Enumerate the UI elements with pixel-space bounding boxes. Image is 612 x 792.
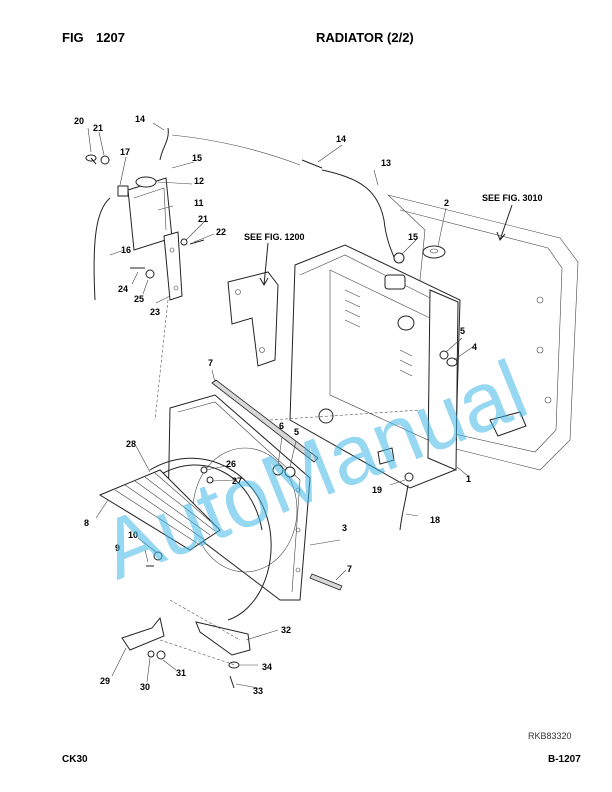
callout-24: 24 (118, 284, 128, 294)
callout-28: 28 (126, 439, 136, 449)
bracket-see-1200 (227, 271, 279, 367)
radiator-side-tank (427, 289, 459, 471)
lower-bracket-32 (195, 621, 251, 656)
callout-8: 8 (84, 518, 89, 528)
callout-6: 6 (279, 421, 284, 431)
callout-21b: 21 (198, 214, 208, 224)
reservoir-cap (135, 176, 157, 188)
callout-18: 18 (430, 515, 440, 525)
callout-3: 3 (342, 523, 347, 533)
support-frame-plate (386, 194, 579, 471)
small-hardware (85, 154, 458, 689)
drain-hose-18 (399, 484, 409, 531)
callout-32: 32 (281, 625, 291, 635)
callout-27: 27 (232, 476, 242, 486)
fig-number: 1207 (96, 30, 125, 45)
callout-33: 33 (253, 686, 263, 696)
upper-hose-outlet (397, 315, 415, 331)
callout-29: 29 (100, 676, 110, 686)
callout-31: 31 (176, 668, 186, 678)
callout-20: 20 (74, 116, 84, 126)
callout-16: 16 (121, 245, 131, 255)
fig-label: FIG (62, 30, 84, 45)
radiator-cap (422, 245, 446, 259)
callout-4: 4 (472, 342, 477, 352)
callout-34: 34 (262, 662, 272, 672)
hose-14-right (301, 159, 323, 169)
lower-bracket-29 (121, 616, 165, 651)
radiator-hose-13 (321, 169, 397, 263)
see-fig-3010: SEE FIG. 3010 (482, 193, 543, 203)
fan-ring-guard (149, 457, 272, 621)
radiator-cap-neck (384, 274, 406, 290)
page-number: B-1207 (548, 754, 581, 765)
reservoir-bracket (163, 231, 183, 301)
callout-14b: 14 (336, 134, 346, 144)
callout-11: 11 (194, 198, 204, 208)
see-fig-1200: SEE FIG. 1200 (244, 232, 305, 242)
overflow-hose-16 (93, 197, 111, 301)
callout-30: 30 (140, 682, 150, 692)
reservoir-nipple (117, 185, 129, 197)
callout-14a: 14 (135, 114, 145, 124)
model-code: CK30 (62, 754, 88, 765)
callout-22: 22 (216, 227, 226, 237)
callout-7b: 7 (347, 564, 352, 574)
callout-21a: 21 (93, 123, 103, 133)
callout-2: 2 (444, 198, 449, 208)
callout-15a: 15 (192, 153, 202, 163)
callout-19: 19 (372, 485, 382, 495)
frame-bracket (489, 411, 527, 437)
callout-26: 26 (226, 459, 236, 469)
callout-23: 23 (150, 307, 160, 317)
callout-15b: 15 (408, 232, 418, 242)
drawing-code: RKB83320 (528, 731, 572, 741)
callout-5b: 5 (294, 427, 299, 437)
callout-1: 1 (466, 474, 471, 484)
callout-5a: 5 (460, 326, 465, 336)
callout-13: 13 (381, 158, 391, 168)
hose-14-left (159, 127, 169, 161)
callout-17: 17 (120, 147, 130, 157)
seal-strip-bottom (309, 573, 343, 591)
callout-25: 25 (134, 294, 144, 304)
callout-9: 9 (115, 543, 120, 553)
tube-13-thin (171, 134, 301, 166)
callout-7a: 7 (208, 358, 213, 368)
callout-12: 12 (194, 176, 204, 186)
callout-10: 10 (128, 530, 138, 540)
page-title: RADIATOR (2/2) (316, 30, 414, 45)
